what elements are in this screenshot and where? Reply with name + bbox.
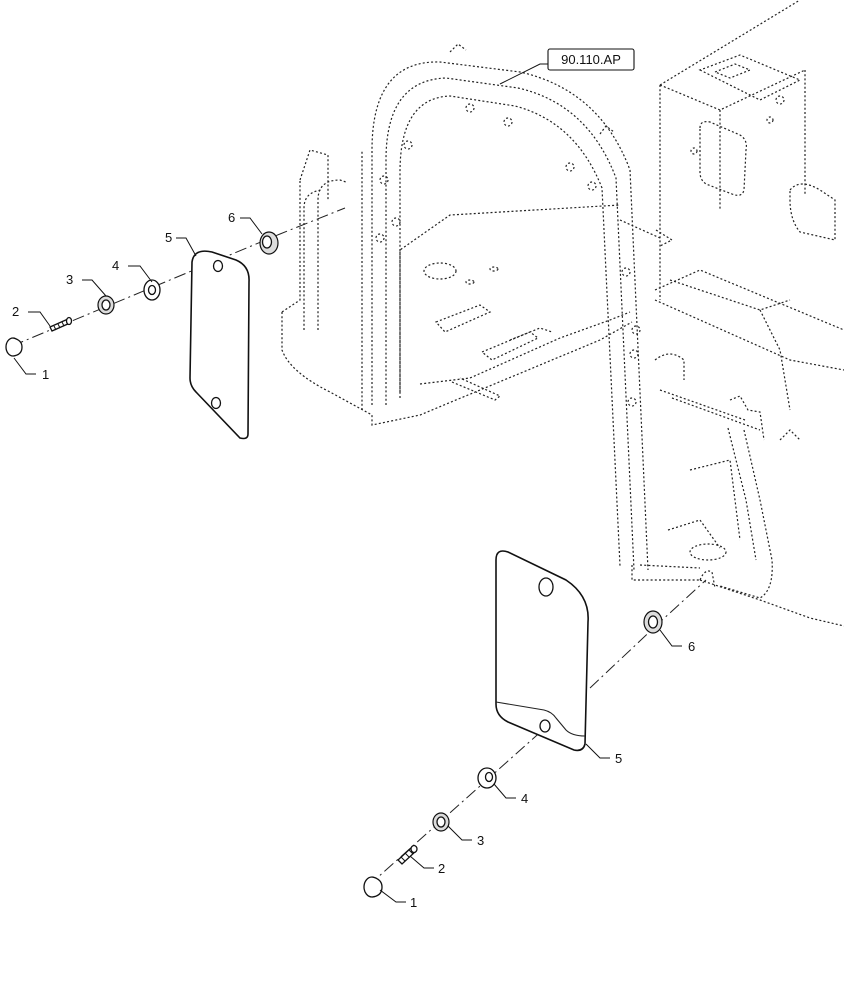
- upper-grommet[interactable]: [259, 231, 279, 255]
- lower-callout-6: 6: [688, 639, 695, 654]
- lower-cover-plate[interactable]: [495, 550, 589, 752]
- lower-lock-washer[interactable]: [432, 812, 450, 832]
- lower-washer[interactable]: [477, 767, 497, 789]
- lower-callout-2: 2: [438, 861, 445, 876]
- lower-grommet[interactable]: [643, 610, 663, 634]
- lower-callout-4: 4: [521, 791, 528, 806]
- upper-plate-hole-bottom: [210, 396, 222, 410]
- reference-label[interactable]: 90.110.AP: [547, 48, 635, 71]
- lower-plate-hole-bottom: [539, 719, 551, 733]
- upper-callout-6: 6: [228, 210, 235, 225]
- lower-cap[interactable]: [363, 876, 383, 898]
- lower-assembly: 1 2 3 4 5 6: [363, 550, 707, 910]
- upper-cap[interactable]: [5, 337, 23, 357]
- upper-lock-washer[interactable]: [97, 295, 115, 315]
- lower-plate-fold-line: [495, 701, 586, 737]
- lower-callout-1: 1: [410, 895, 417, 910]
- lower-bolt[interactable]: [397, 844, 418, 865]
- upper-cover-plate[interactable]: [189, 250, 250, 440]
- lower-callout-3: 3: [477, 833, 484, 848]
- upper-washer[interactable]: [143, 279, 161, 301]
- upper-callout-3: 3: [66, 272, 73, 287]
- machine-frame: [281, 0, 844, 627]
- upper-callout-2: 2: [12, 304, 19, 319]
- reference-leader: [499, 63, 548, 85]
- upper-callout-1: 1: [42, 367, 49, 382]
- upper-callout-5: 5: [165, 230, 172, 245]
- upper-plate-hole-top: [212, 259, 224, 273]
- upper-callout-4: 4: [112, 258, 119, 273]
- upper-bolt[interactable]: [49, 316, 73, 332]
- upper-assembly: 1 2 3 4 5 6: [5, 207, 346, 440]
- lower-plate-hole-top: [538, 577, 554, 597]
- reference-text: 90.110.AP: [561, 52, 621, 67]
- lower-callout-5: 5: [615, 751, 622, 766]
